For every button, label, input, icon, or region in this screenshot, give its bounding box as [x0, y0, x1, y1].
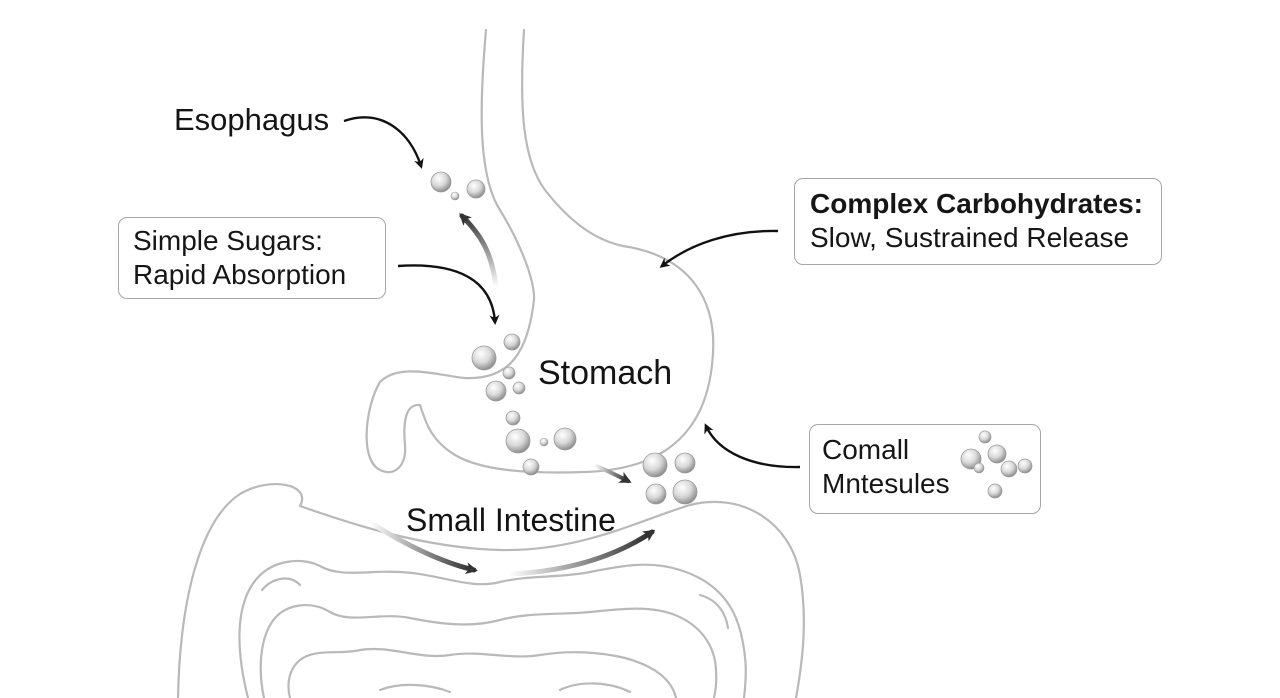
arrow-intestine-right	[505, 529, 656, 577]
complex-carbohydrates-callout: Complex Carbohydrates: Slow, Sustrained …	[794, 178, 1162, 265]
molecule	[553, 427, 577, 451]
small-molecules-title: Comall	[822, 434, 910, 465]
stomach-outline	[365, 244, 715, 474]
small-intestine-label: Small Intestine	[406, 502, 616, 538]
complex-carbohydrates-title: Complex Carbohydrates:	[810, 188, 1143, 219]
molecule	[505, 428, 531, 454]
molecule-cluster-pylorus	[642, 452, 698, 505]
small-molecules-callout: Comall Mntesules	[809, 424, 1041, 514]
arrow-to-pylorus	[592, 463, 632, 483]
esophagus-outline	[480, 28, 625, 302]
simple-sugars-title: Simple Sugars:	[133, 225, 323, 256]
molecule	[503, 333, 521, 351]
molecule	[642, 452, 668, 478]
molecule-cluster-stomach-lower	[505, 410, 577, 476]
molecule	[973, 462, 985, 474]
complex-carbohydrates-description: Slow, Sustrained Release	[810, 222, 1130, 253]
esophagus-label: Esophagus	[174, 102, 330, 137]
arrow-small-molecules-to-stomach	[704, 423, 801, 469]
molecule	[505, 410, 521, 426]
arrow-intestine-left	[367, 519, 478, 575]
molecule	[512, 381, 526, 395]
molecule-cluster-stomach-entry	[471, 333, 526, 402]
molecule	[987, 444, 1007, 464]
stomach-label: Stomach	[538, 354, 673, 392]
molecule	[978, 430, 992, 444]
intestine-outline	[176, 483, 805, 698]
molecule	[987, 483, 1003, 499]
molecule	[539, 437, 549, 447]
small-molecules-description: Mntesules	[822, 468, 950, 499]
molecule	[485, 380, 507, 402]
molecule	[522, 458, 540, 476]
arrow-simple-sugars-upward	[459, 213, 499, 290]
arrow-simple-sugars-to-stomach	[397, 264, 500, 325]
arrow-esophagus-to-molecules	[343, 116, 424, 169]
molecule	[466, 179, 486, 199]
molecule-cluster-esophagus	[430, 171, 486, 201]
molecule	[1000, 460, 1018, 478]
molecule	[450, 191, 460, 201]
molecule	[674, 452, 696, 474]
molecule	[1017, 458, 1033, 474]
molecule-cluster-icon	[960, 430, 1033, 499]
arrow-complex-carbs-to-stomach	[659, 229, 779, 268]
molecule	[672, 479, 698, 505]
molecule	[645, 483, 667, 505]
molecule	[430, 171, 452, 193]
molecule	[471, 345, 497, 371]
molecule	[502, 366, 516, 380]
simple-sugars-callout: Simple Sugars: Rapid Absorption	[118, 217, 386, 299]
simple-sugars-description: Rapid Absorption	[133, 259, 347, 290]
